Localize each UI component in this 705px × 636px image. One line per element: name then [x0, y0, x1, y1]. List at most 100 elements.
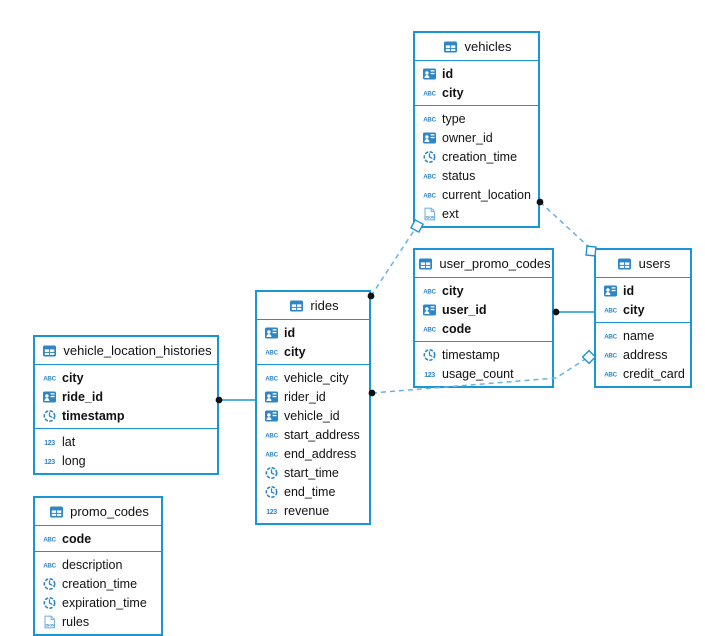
- svg-text:ABC: ABC: [43, 536, 56, 543]
- field-label: expiration_time: [62, 595, 147, 610]
- timestamp-type-icon: [40, 596, 58, 610]
- table-icon: [416, 257, 434, 271]
- table-title: vehicle_location_histories: [63, 343, 212, 358]
- table-header-vehicles[interactable]: vehicles: [415, 33, 538, 61]
- svg-text:ABC: ABC: [423, 288, 436, 295]
- field-label: timestamp: [442, 347, 500, 362]
- field-label: city: [623, 302, 645, 317]
- field-label: credit_card: [623, 366, 685, 381]
- table-header-promo_codes[interactable]: promo_codes: [35, 498, 161, 526]
- field-row-rider_id: rider_id: [257, 387, 369, 406]
- number-type-icon: 123: [420, 367, 438, 381]
- field-row-credit_card: ABC credit_card: [596, 364, 690, 383]
- field-row-expiration_time: expiration_time: [35, 593, 161, 612]
- field-label: creation_time: [62, 576, 138, 591]
- field-label: lat: [62, 434, 76, 449]
- field-row-end_time: end_time: [257, 482, 369, 501]
- table-title: vehicles: [464, 39, 512, 54]
- svg-text:ABC: ABC: [43, 375, 56, 382]
- timestamp-type-icon: [262, 466, 280, 480]
- field-label: user_id: [442, 302, 487, 317]
- svg-text:ABC: ABC: [423, 90, 436, 97]
- field-label: code: [442, 321, 472, 336]
- number-type-icon: 123: [40, 435, 58, 449]
- table-icon: [442, 40, 460, 54]
- field-label: id: [623, 283, 635, 298]
- text-type-icon: ABC: [262, 428, 280, 442]
- timestamp-type-icon: [40, 409, 58, 423]
- text-type-icon: ABC: [262, 345, 280, 359]
- timestamp-type-icon: [40, 577, 58, 591]
- table-header-users[interactable]: users: [596, 250, 690, 278]
- field-label: end_address: [284, 446, 357, 461]
- field-label: start_time: [284, 465, 339, 480]
- table-title: rides: [310, 298, 339, 313]
- field-label: city: [442, 85, 464, 100]
- svg-text:123: 123: [44, 458, 55, 465]
- field-label: id: [442, 66, 454, 81]
- table-icon: [40, 344, 58, 358]
- table-header-user_promo_codes[interactable]: user_promo_codes: [415, 250, 552, 278]
- field-row-timestamp: timestamp: [415, 345, 552, 364]
- text-type-icon: ABC: [420, 112, 438, 126]
- text-type-icon: ABC: [601, 329, 619, 343]
- text-type-icon: ABC: [40, 558, 58, 572]
- svg-text:ABC: ABC: [265, 375, 278, 382]
- text-type-icon: ABC: [420, 188, 438, 202]
- timestamp-type-icon: [262, 485, 280, 499]
- field-row-vehicle_id: vehicle_id: [257, 406, 369, 425]
- svg-text:ABC: ABC: [604, 371, 617, 378]
- uuid-type-icon: [601, 284, 619, 298]
- text-type-icon: ABC: [601, 303, 619, 317]
- json-type-icon: JSON: [40, 615, 58, 629]
- field-row-id: id: [257, 323, 369, 342]
- field-row-city: ABC city: [415, 281, 552, 300]
- text-type-icon: ABC: [40, 371, 58, 385]
- field-label: vehicle_id: [284, 408, 340, 423]
- field-label: ext: [442, 206, 459, 221]
- text-type-icon: ABC: [420, 322, 438, 336]
- field-row-current_location: ABC current_location: [415, 185, 538, 204]
- field-row-timestamp: timestamp: [35, 406, 217, 425]
- svg-text:ABC: ABC: [423, 173, 436, 180]
- svg-text:ABC: ABC: [423, 326, 436, 333]
- table-header-rides[interactable]: rides: [257, 292, 369, 320]
- field-row-user_id: user_id: [415, 300, 552, 319]
- table-icon: [47, 505, 65, 519]
- connector-vehicle_location_histories-rides: [215, 396, 255, 404]
- svg-text:ABC: ABC: [604, 352, 617, 359]
- field-label: status: [442, 168, 476, 183]
- field-label: vehicle_city: [284, 370, 349, 385]
- field-label: current_location: [442, 187, 531, 202]
- field-label: city: [442, 283, 464, 298]
- field-label: code: [62, 531, 92, 546]
- field-row-creation_time: creation_time: [35, 574, 161, 593]
- svg-text:JSON: JSON: [424, 215, 434, 219]
- svg-text:123: 123: [266, 508, 277, 515]
- table-header-vehicle_location_histories[interactable]: vehicle_location_histories: [35, 337, 217, 365]
- svg-text:ABC: ABC: [423, 116, 436, 123]
- uuid-type-icon: [262, 326, 280, 340]
- field-row-vehicle_city: ABC vehicle_city: [257, 368, 369, 387]
- text-type-icon: ABC: [262, 371, 280, 385]
